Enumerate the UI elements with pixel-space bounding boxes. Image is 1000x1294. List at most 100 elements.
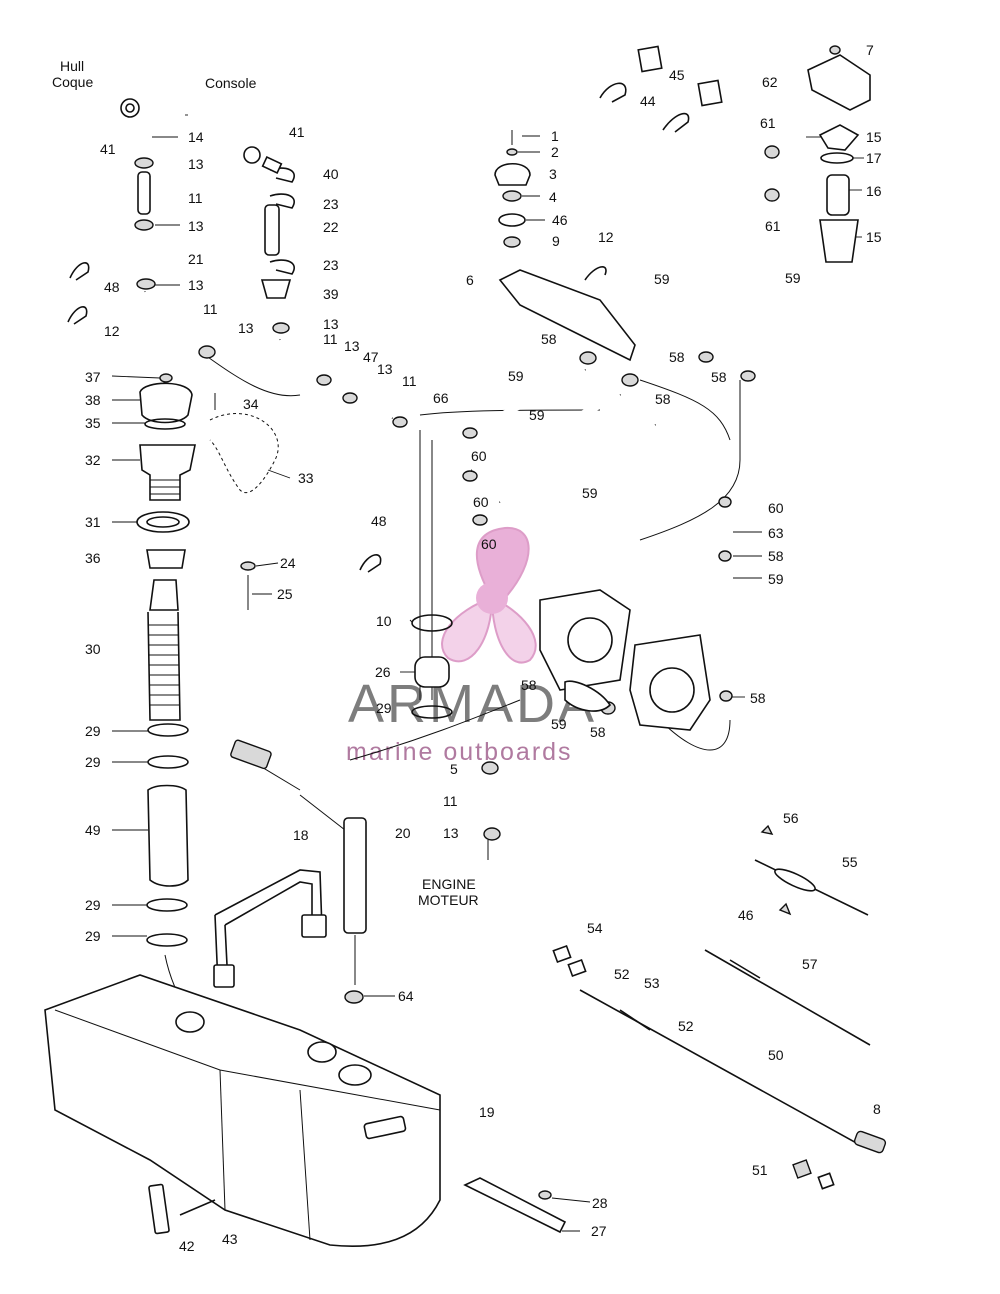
callout-28: 28 <box>592 1195 608 1211</box>
caption-hull: Hull <box>60 58 84 74</box>
callout-11: 11 <box>402 373 417 389</box>
callout-46: 46 <box>552 212 568 228</box>
hull-fittings <box>120 98 283 174</box>
callout-30: 30 <box>85 641 101 657</box>
callout-7: 7 <box>866 42 874 58</box>
callout-59: 59 <box>529 407 545 423</box>
callout-13: 13 <box>377 361 393 377</box>
callout-12: 12 <box>104 323 120 339</box>
callout-60: 60 <box>768 500 784 516</box>
callout-58: 58 <box>521 677 537 693</box>
callout-6: 6 <box>466 272 474 288</box>
callout-54: 54 <box>587 920 603 936</box>
callout-40: 40 <box>323 166 339 182</box>
control-cables <box>552 824 887 1190</box>
callout-16: 16 <box>866 183 882 199</box>
leader-lines <box>111 114 864 1232</box>
callout-52: 52 <box>678 1018 694 1034</box>
callout-11: 11 <box>188 190 203 206</box>
callout-13: 13 <box>188 218 204 234</box>
callout-60: 60 <box>471 448 487 464</box>
caption-coque: Coque <box>52 74 93 90</box>
callout-63: 63 <box>768 525 784 541</box>
callout-57: 57 <box>802 956 818 972</box>
callout-25: 25 <box>277 586 293 602</box>
callout-17: 17 <box>866 150 882 166</box>
callout-61: 61 <box>760 115 776 131</box>
callout-23: 23 <box>323 196 339 212</box>
callout-44: 44 <box>640 93 656 109</box>
callout-29: 29 <box>85 897 101 913</box>
callout-60: 60 <box>473 494 489 510</box>
callout-48: 48 <box>371 513 387 529</box>
callout-21: 21 <box>188 251 204 267</box>
callout-55: 55 <box>842 854 858 870</box>
callout-31: 31 <box>85 514 101 530</box>
callout-20: 20 <box>395 825 411 841</box>
callout-58: 58 <box>768 548 784 564</box>
callout-38: 38 <box>85 392 101 408</box>
tank-strap <box>213 869 327 988</box>
part-callouts: 1 2 3 4 46 9 12 6 45 44 7 62 61 15 17 16… <box>85 42 882 1254</box>
callout-18: 18 <box>293 827 309 843</box>
filler-neck-assembly <box>136 373 196 1016</box>
callout-59: 59 <box>654 271 670 287</box>
callout-46: 46 <box>738 907 754 923</box>
watermark-brand: ARMADA <box>348 674 597 734</box>
callout-35: 35 <box>85 415 101 431</box>
callout-58: 58 <box>750 690 766 706</box>
callout-39: 39 <box>323 286 339 302</box>
callout-56: 56 <box>783 810 799 826</box>
callout-61: 61 <box>765 218 781 234</box>
callout-41: 41 <box>289 124 305 140</box>
callout-62: 62 <box>762 74 778 90</box>
callout-11: 11 <box>203 301 218 317</box>
callout-58: 58 <box>541 331 557 347</box>
hose-clamps <box>134 145 780 1004</box>
callout-42: 42 <box>179 1238 195 1254</box>
callout-13: 13 <box>344 338 360 354</box>
callout-59: 59 <box>785 270 801 286</box>
callout-12: 12 <box>598 229 614 245</box>
callout-29: 29 <box>85 928 101 944</box>
callout-58: 58 <box>711 369 727 385</box>
callout-11: 11 <box>443 793 458 809</box>
watermark-tagline: marine outboards <box>346 738 573 766</box>
callout-13: 13 <box>443 825 459 841</box>
callout-43: 43 <box>222 1231 238 1247</box>
fuel-sender-tube <box>230 739 367 985</box>
fuel-tank <box>44 974 441 1247</box>
caption-moteur: MOTEUR <box>418 892 479 908</box>
callout-14: 14 <box>188 129 204 145</box>
callout-8: 8 <box>873 1101 881 1117</box>
callout-59: 59 <box>768 571 784 587</box>
callout-13: 13 <box>188 277 204 293</box>
callout-29: 29 <box>85 723 101 739</box>
callout-13: 13 <box>238 320 254 336</box>
callout-59: 59 <box>508 368 524 384</box>
callout-66: 66 <box>433 390 449 406</box>
callout-49: 49 <box>85 822 101 838</box>
callout-41: 41 <box>100 141 116 157</box>
center-fittings <box>411 614 453 719</box>
callout-48: 48 <box>104 279 120 295</box>
callout-58: 58 <box>590 724 606 740</box>
callout-52: 52 <box>614 966 630 982</box>
callout-58: 58 <box>655 391 671 407</box>
caption-console: Console <box>205 75 257 91</box>
callout-9: 9 <box>552 233 560 249</box>
callout-24: 24 <box>280 555 296 571</box>
fuel-filter-assembly <box>807 45 871 263</box>
callout-19: 19 <box>479 1104 495 1120</box>
caption-engine: ENGINE <box>422 876 476 892</box>
callout-15: 15 <box>866 129 882 145</box>
callout-26: 26 <box>375 664 391 680</box>
callout-10: 10 <box>376 613 392 629</box>
callout-27: 27 <box>591 1223 607 1239</box>
callout-59: 59 <box>551 716 567 732</box>
callout-59: 59 <box>582 485 598 501</box>
retaining-chain <box>209 393 279 610</box>
callout-51: 51 <box>752 1162 768 1178</box>
fuel-valve-assembly <box>494 130 636 362</box>
